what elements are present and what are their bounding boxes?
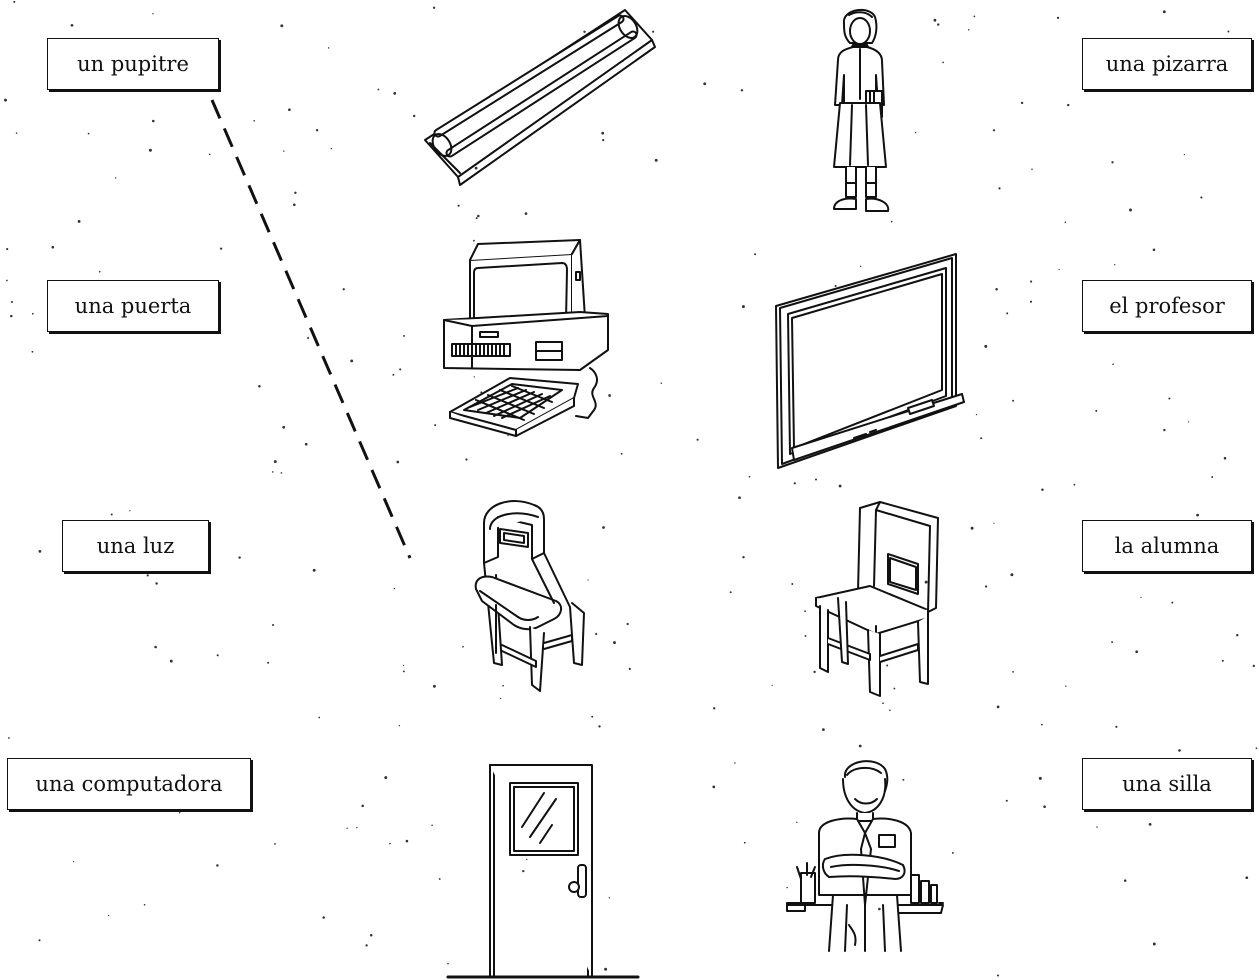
label-una-pizarra[interactable]: una pizarra (1082, 38, 1252, 90)
label-la-alumna[interactable]: la alumna (1082, 520, 1252, 572)
label-una-puerta[interactable]: una puerta (47, 280, 219, 332)
chalkboard-icon[interactable] (770, 250, 970, 472)
computer-icon[interactable] (440, 240, 615, 435)
female-student-icon[interactable] (820, 5, 900, 217)
label-una-luz[interactable]: una luz (62, 520, 209, 572)
label-el-profesor[interactable]: el profesor (1082, 280, 1252, 332)
label-un-pupitre[interactable]: un pupitre (47, 38, 219, 90)
chair-icon[interactable] (810, 498, 945, 698)
door-icon[interactable] (448, 765, 638, 980)
student-desk-icon[interactable] (470, 495, 595, 697)
label-una-silla[interactable]: una silla (1082, 758, 1252, 810)
male-teacher-icon[interactable] (785, 755, 945, 955)
label-una-computadora[interactable]: una computadora (7, 758, 251, 810)
fluorescent-light-icon[interactable] (420, 5, 660, 190)
